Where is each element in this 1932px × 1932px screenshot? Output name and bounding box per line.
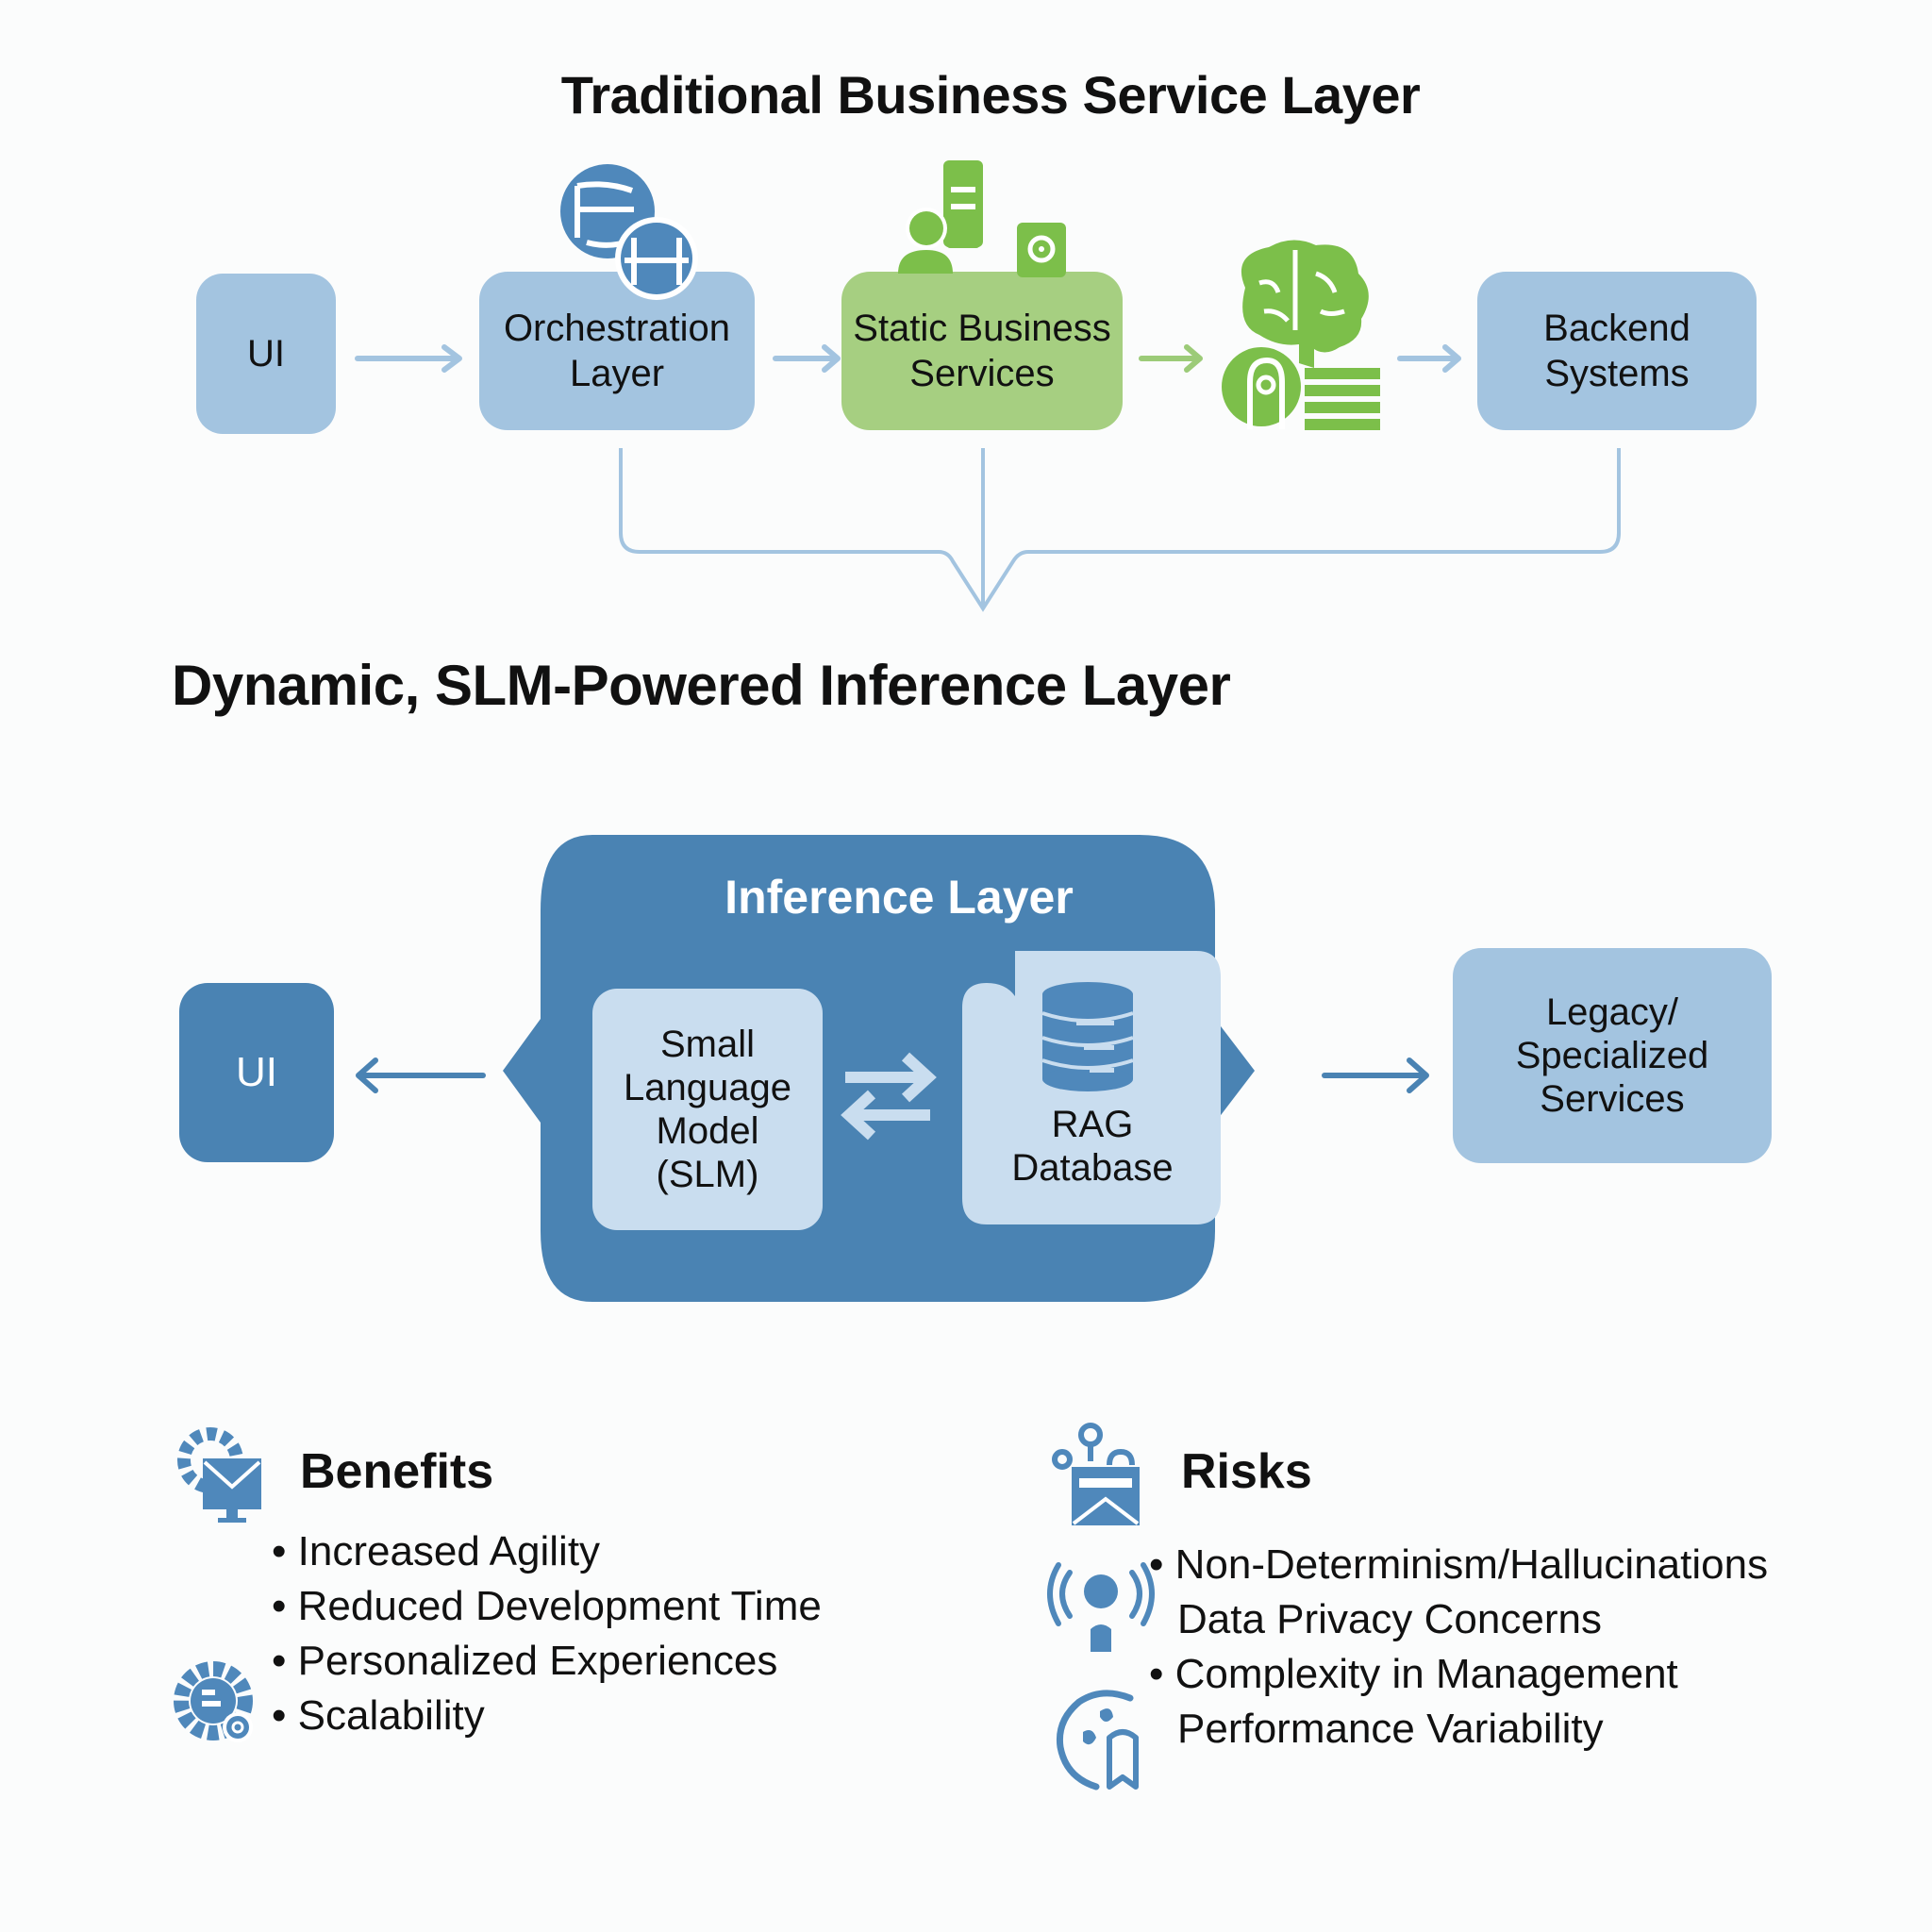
legacy-line2: Specialized [1515,1035,1709,1076]
benefit-item: • Scalability [272,1692,485,1739]
backend-label-line2: Systems [1544,353,1690,394]
gear-chart-icon [174,1661,253,1742]
ui-node-middle[interactable]: UI [179,983,334,1162]
risk-item: • Non-Determinism/Hallucinations [1149,1541,1769,1588]
benefit-item: • Increased Agility [272,1528,601,1574]
orchestration-label-line1: Orchestration [503,308,731,349]
bracket-connector [619,448,1621,612]
ui-node-middle-label: UI [236,1048,277,1095]
risk-item: Data Privacy Concerns [1177,1596,1602,1642]
network-mail-icon [1052,1423,1140,1525]
benefit-item: • Personalized Experiences [272,1638,778,1684]
static-business-services-node[interactable]: Static Business Services [841,272,1123,430]
slm-line4: (SLM) [656,1154,759,1195]
arrow-brain-to-backend [1397,344,1461,373]
arrow-inference-to-legacy [1322,1058,1429,1093]
orchestration-label-line2: Layer [569,353,665,394]
risk-item: • Complexity in Management [1149,1651,1678,1697]
arrow-static-to-brain [1139,344,1203,373]
orchestration-layer-node[interactable]: Orchestration Layer [479,272,755,430]
backend-label-line1: Backend [1543,308,1690,349]
ui-node-label: UI [247,333,285,375]
arrow-orchestration-to-static [773,344,841,373]
benefit-item: • Reduced Development Time [272,1583,822,1629]
rag-line1: RAG [1051,1104,1134,1145]
benefits-list: • Increased Agility • Reduced Developmen… [272,1524,822,1743]
rag-database-label: RAG Database [962,1099,1223,1193]
rag-line2: Database [1011,1147,1174,1189]
backend-systems-node[interactable]: Backend Systems [1477,272,1757,430]
legacy-specialized-services-node[interactable]: Legacy/ Specialized Services [1453,948,1772,1163]
top-section-title: Traditional Business Service Layer [560,65,1421,125]
slm-line3: Model [656,1110,759,1152]
database-icon [1041,982,1134,1091]
brain-chip-icon [1222,240,1380,430]
slm-line1: Small [659,1024,756,1065]
legacy-line3: Services [1540,1078,1685,1120]
linked-globes-icon [560,164,698,300]
risks-list: • Non-Determinism/Hallucinations Data Pr… [1149,1538,1768,1757]
inference-layer-title: Inference Layer [724,871,1074,924]
middle-section-title: Dynamic, SLM-Powered Inference Layer [172,654,1231,717]
ui-node-top[interactable]: UI [196,274,336,434]
gear-mail-monitor-icon [177,1427,261,1523]
broadcast-person-icon [1047,1562,1155,1652]
circle-document-icon [1056,1690,1139,1790]
benefits-heading: Benefits [300,1444,494,1499]
arrow-inference-to-ui [356,1058,486,1093]
user-document-gear-icon [898,160,1066,277]
legacy-line1: Legacy/ [1545,991,1679,1033]
risks-heading: Risks [1181,1444,1312,1499]
slm-node[interactable]: Small Language Model (SLM) [592,989,823,1230]
risk-item: Performance Variability [1177,1706,1604,1752]
slm-line2: Language [624,1067,791,1108]
arrow-ui-to-orchestration [355,344,462,373]
bidirectional-arrows-icon [841,1052,937,1141]
static-label-line1: Static Business [853,308,1111,349]
static-label-line2: Services [909,353,1055,394]
